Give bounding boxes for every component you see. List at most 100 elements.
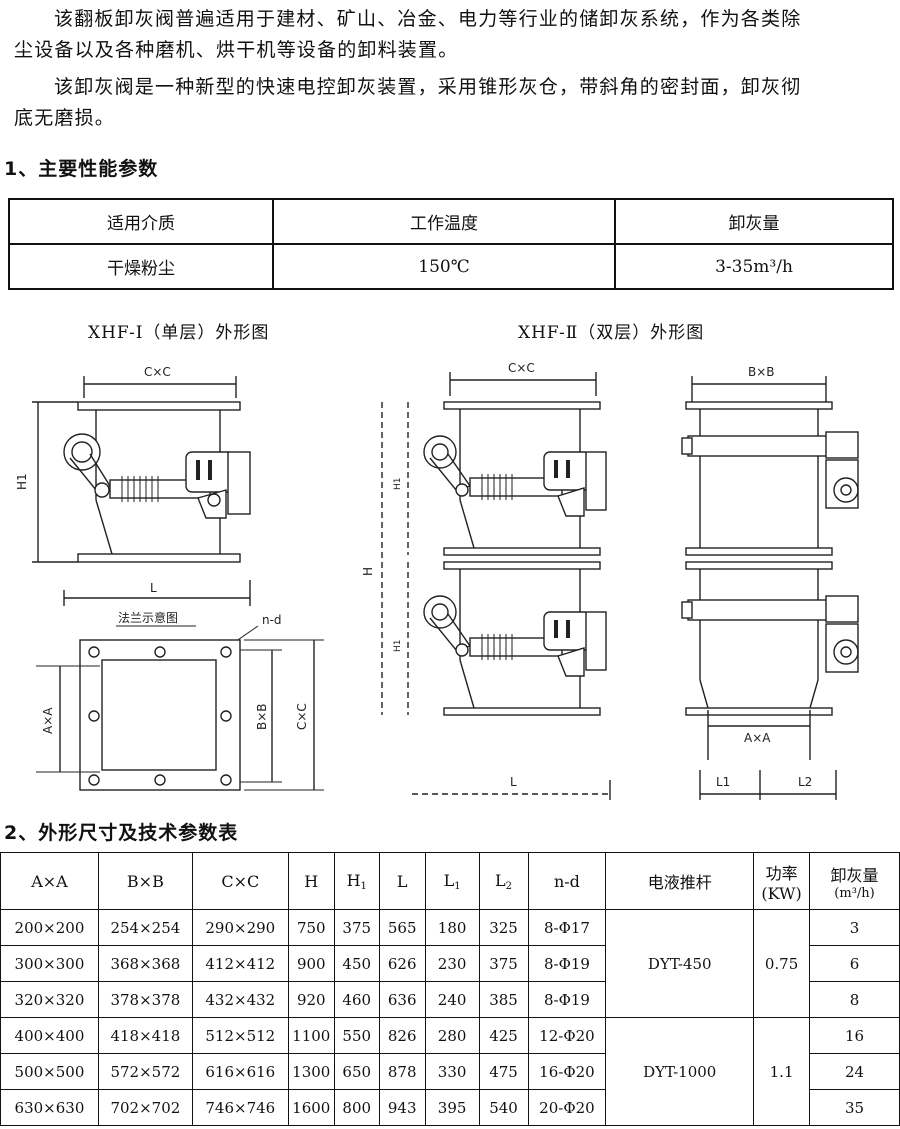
table-cell: 368×368: [97, 945, 193, 982]
col-bxb: B×B: [97, 852, 193, 910]
table-cell: 878: [378, 1053, 426, 1090]
table-cell: 240: [424, 981, 480, 1018]
col-h: H: [287, 852, 335, 910]
col-cxc: C×C: [191, 852, 289, 910]
table-cell: 943: [378, 1089, 426, 1126]
performance-header-row: 适用介质 工作温度 卸灰量: [8, 198, 894, 245]
table-cell: 395: [424, 1089, 480, 1126]
pusher-group-1: DYT-450: [605, 909, 755, 1018]
table-cell: 320×320: [0, 981, 99, 1018]
col-discharge: 卸灰量(m³/h): [809, 852, 900, 910]
table-cell: 550: [333, 1017, 380, 1054]
dim-l-single: L: [150, 581, 157, 595]
table-cell: 746×746: [191, 1089, 289, 1126]
col-l2: L2: [478, 852, 529, 910]
table-cell: 200×200: [0, 909, 99, 946]
table-cell: 254×254: [97, 909, 193, 946]
performance-value-row: 干燥粉尘 150℃ 3-35m³/h: [8, 243, 894, 290]
table-cell: 920: [287, 981, 335, 1018]
dim-l-double: L: [510, 775, 517, 789]
value-discharge: 3-35m³/h: [614, 243, 894, 290]
table-cell: 230: [424, 945, 480, 982]
table-cell: 8-Φ19: [527, 981, 607, 1018]
table-cell: 650: [333, 1053, 380, 1090]
table-cell: 512×512: [191, 1017, 289, 1054]
col-power: 功率(KW): [753, 852, 811, 910]
table-cell: 572×572: [97, 1053, 193, 1090]
col-axa: A×A: [0, 852, 99, 910]
table-cell: 35: [809, 1089, 900, 1126]
dim-cxc-single: C×C: [144, 365, 171, 379]
table-cell: 432×432: [191, 981, 289, 1018]
dim-nd: n-d: [262, 613, 282, 627]
dim-h-double: H: [361, 567, 375, 576]
intro-p1-line1: 该翻板卸灰阀普遍适用于建材、矿山、冶金、电力等行业的储卸灰系统，作为各类除: [54, 8, 802, 30]
table-cell: 500×500: [0, 1053, 99, 1090]
table-cell: 330: [424, 1053, 480, 1090]
pusher-group-2: DYT-1000: [605, 1017, 755, 1126]
header-discharge: 卸灰量: [614, 198, 894, 245]
table-cell: 425: [478, 1017, 529, 1054]
table-cell: 826: [378, 1017, 426, 1054]
dim-cxc-flange: C×C: [295, 703, 309, 730]
table-cell: 540: [478, 1089, 529, 1126]
table-cell: 418×418: [97, 1017, 193, 1054]
double-layer-figure-title: XHF-Ⅱ（双层）外形图: [518, 323, 705, 343]
single-layer-valve-drawing: C×C H1 L: [15, 365, 251, 606]
table-cell: 16-Φ20: [527, 1053, 607, 1090]
power-group-2: 1.1: [753, 1017, 811, 1126]
col-l1: L1: [424, 852, 480, 910]
table-cell: 702×702: [97, 1089, 193, 1126]
single-layer-figure-title: XHF-Ⅰ（单层）外形图: [88, 323, 270, 343]
dim-h1-double-upper: H1: [393, 478, 403, 491]
col-l: L: [378, 852, 426, 910]
dim-axa-side: A×A: [744, 731, 771, 745]
table-cell: 1300: [287, 1053, 335, 1090]
power-group-1: 0.75: [753, 909, 811, 1018]
table-cell: 16: [809, 1017, 900, 1054]
dim-h1-single: H1: [15, 473, 29, 490]
dim-l1-side: L1: [716, 775, 730, 789]
table-cell: 12-Φ20: [527, 1017, 607, 1054]
table-cell: 800: [333, 1089, 380, 1126]
col-pusher: 电液推杆: [605, 852, 755, 910]
intro-paragraph-2: 该卸灰阀是一种新型的快速电控卸灰装置，采用锥形灰仓，带斜角的密封面，卸灰彻 底无…: [14, 72, 890, 134]
table-cell: 636: [378, 981, 426, 1018]
double-layer-valve-side-drawing: B×B A×A L1 L2: [681, 365, 859, 800]
intro-p2-line1: 该卸灰阀是一种新型的快速电控卸灰装置，采用锥形灰仓，带斜角的密封面，卸灰彻: [54, 76, 802, 98]
dim-cxc-double: C×C: [508, 361, 535, 375]
section2-title: 2、外形尺寸及技术参数表: [4, 822, 239, 844]
table-cell: 1600: [287, 1089, 335, 1126]
table-cell: 3: [809, 909, 900, 946]
value-temperature: 150℃: [272, 243, 616, 290]
table-cell: 630×630: [0, 1089, 99, 1126]
table-cell: 750: [287, 909, 335, 946]
table-cell: 325: [478, 909, 529, 946]
performance-table: 适用介质 工作温度 卸灰量 干燥粉尘 150℃ 3-35m³/h: [8, 198, 894, 290]
value-medium: 干燥粉尘: [8, 243, 274, 290]
header-temperature: 工作温度: [272, 198, 616, 245]
table-cell: 8-Φ19: [527, 945, 607, 982]
table-cell: 412×412: [191, 945, 289, 982]
table-cell: 24: [809, 1053, 900, 1090]
col-h1: H1: [333, 852, 380, 910]
intro-p2-line2: 底无磨损。: [14, 107, 116, 129]
intro-paragraph-1: 该翻板卸灰阀普遍适用于建材、矿山、冶金、电力等行业的储卸灰系统，作为各类除 尘设…: [14, 4, 890, 66]
table-cell: 180: [424, 909, 480, 946]
table-cell: 8: [809, 981, 900, 1018]
dimension-table: A×A B×B C×C H H1 L L1 L2 n-d 电液推杆 功率(KW)…: [0, 852, 900, 1126]
table-cell: 300×300: [0, 945, 99, 982]
flange-caption: 法兰示意图: [118, 610, 178, 625]
table-cell: 375: [478, 945, 529, 982]
table-cell: 280: [424, 1017, 480, 1054]
flange-bolt-holes: [88, 646, 232, 786]
table-cell: 8-Φ17: [527, 909, 607, 946]
dim-bxb-side: B×B: [748, 365, 775, 379]
table-cell: 565: [378, 909, 426, 946]
table-cell: 375: [333, 909, 380, 946]
table-cell: 616×616: [191, 1053, 289, 1090]
